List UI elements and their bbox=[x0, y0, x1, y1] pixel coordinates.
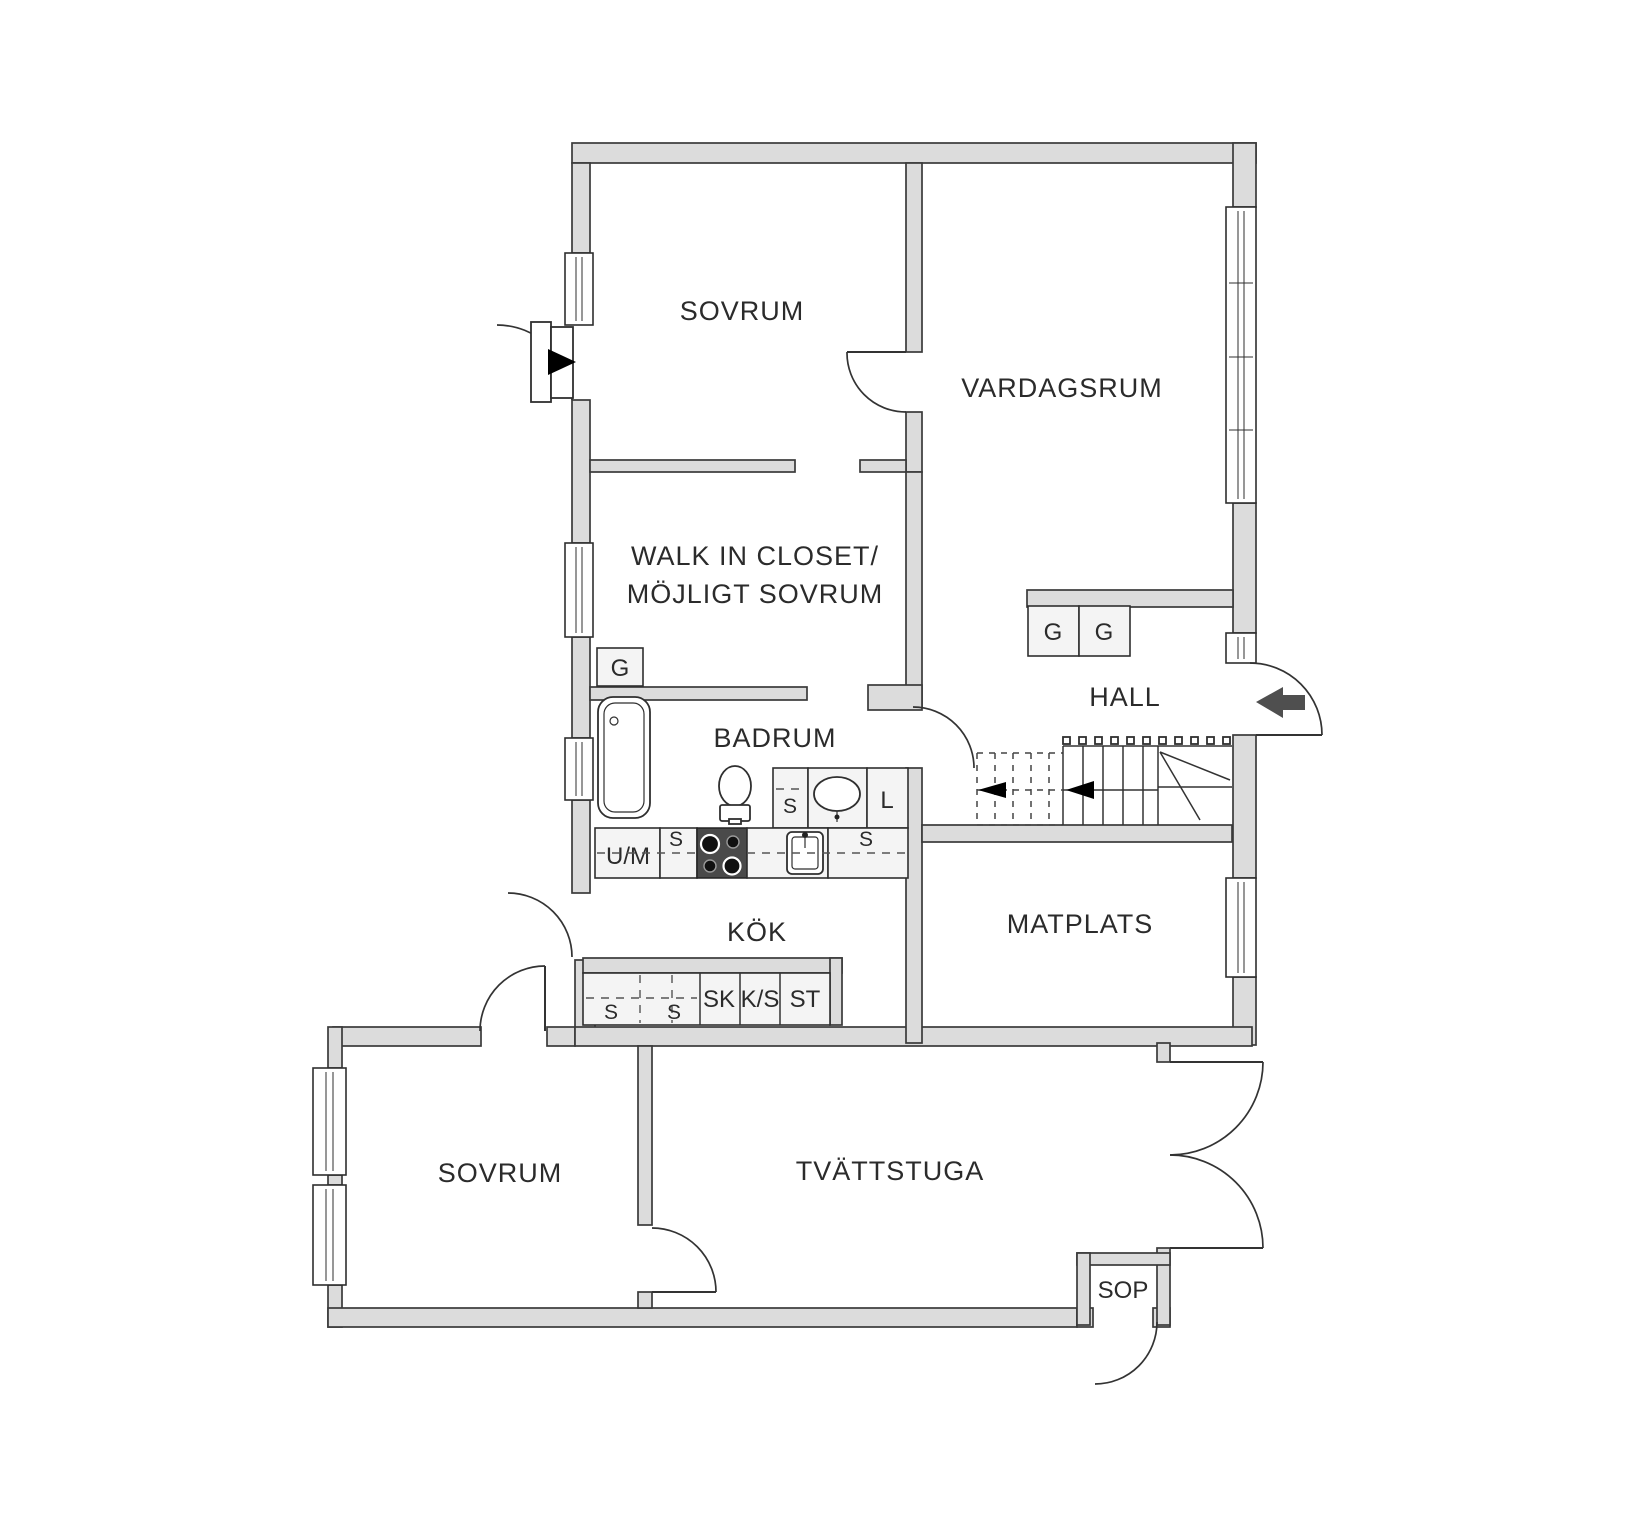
hall-wardrobes: G G bbox=[1027, 605, 1131, 657]
room-label-laundry: TVÄTTSTUGA bbox=[796, 1156, 985, 1186]
door-bedroom-living bbox=[846, 351, 907, 413]
room-label-bathroom: BADRUM bbox=[713, 723, 836, 753]
porch-cabinets: S S SK K/S ST bbox=[582, 972, 831, 1026]
windows bbox=[312, 206, 1257, 1286]
bathroom-fixtures: S L bbox=[597, 696, 909, 829]
main-entrance-door bbox=[1249, 662, 1323, 736]
wardrobe-label: G bbox=[611, 655, 630, 682]
window-bedroom-bottom-1 bbox=[312, 1067, 347, 1176]
room-label-bedroom-bottom: SOVRUM bbox=[438, 1158, 563, 1188]
door-bedroom-laundry bbox=[651, 1227, 717, 1293]
cabinet-label: S bbox=[669, 828, 683, 851]
room-label-closet-line1: WALK IN CLOSET/ bbox=[631, 541, 879, 571]
main-entry-arrow-icon bbox=[1256, 687, 1305, 718]
sk-cabinet-label: SK bbox=[703, 986, 735, 1013]
linen-label: L bbox=[880, 787, 893, 814]
stair-balusters bbox=[1062, 736, 1231, 745]
window-bedroom-top bbox=[564, 252, 594, 326]
wardrobe-label: G bbox=[1095, 619, 1114, 646]
window-bathroom bbox=[564, 737, 594, 801]
waste-room-door bbox=[1094, 1321, 1158, 1385]
room-label-bedroom-top: SOVRUM bbox=[680, 296, 805, 326]
kitchen-counter-north: U/M S S bbox=[594, 827, 909, 879]
st-cabinet-label: ST bbox=[790, 986, 821, 1013]
stair-direction-arrow-1 bbox=[978, 782, 1006, 798]
room-label-waste: SOP bbox=[1098, 1277, 1149, 1304]
room-label-kitchen: KÖK bbox=[727, 917, 787, 947]
staircase bbox=[976, 736, 1232, 826]
ks-cabinet-label: K/S bbox=[741, 986, 780, 1013]
entry-arrows bbox=[548, 349, 1305, 718]
toilet-icon bbox=[718, 765, 752, 825]
window-entry-sidelight bbox=[1225, 632, 1257, 664]
interior-walls bbox=[582, 162, 1234, 1309]
room-label-hall: HALL bbox=[1089, 682, 1161, 712]
bathroom-sink-icon bbox=[807, 767, 868, 829]
wardrobe-label: G bbox=[1044, 619, 1063, 646]
room-label-living-room: VARDAGSRUM bbox=[961, 373, 1163, 403]
kitchen-side-door bbox=[507, 892, 573, 958]
cabinet-label: S bbox=[604, 1001, 618, 1024]
door-hall-bathroom-corridor bbox=[912, 706, 975, 769]
exterior-walls bbox=[327, 142, 1257, 1328]
cabinet-label: S bbox=[667, 1001, 681, 1024]
bathtub-icon bbox=[597, 696, 651, 819]
cabinet-label: S bbox=[783, 795, 797, 818]
washer-label: U/M bbox=[606, 843, 650, 870]
side-entry-arrow-icon bbox=[548, 349, 576, 375]
cabinet-label: S bbox=[859, 828, 873, 851]
room-labels: SOVRUM VARDAGSRUM WALK IN CLOSET/ MÖJLIG… bbox=[438, 296, 1163, 1304]
laundry-double-door bbox=[1169, 1061, 1264, 1249]
door-bedroom-bottom bbox=[479, 965, 546, 1032]
window-closet bbox=[564, 542, 594, 638]
room-label-closet-line2: MÖJLIGT SOVRUM bbox=[627, 579, 884, 609]
window-living-room bbox=[1225, 206, 1257, 504]
window-bedroom-bottom-2 bbox=[312, 1184, 347, 1286]
stair-direction-arrow-2 bbox=[1066, 781, 1094, 799]
closet-wardrobe: G bbox=[596, 647, 644, 687]
linen-cabinet bbox=[866, 767, 909, 829]
window-dining bbox=[1225, 877, 1257, 978]
room-label-dining: MATPLATS bbox=[1007, 909, 1154, 939]
